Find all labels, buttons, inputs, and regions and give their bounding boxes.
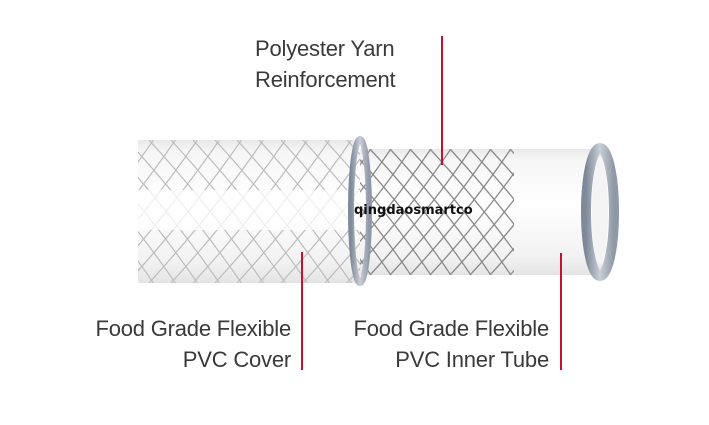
- watermark: qingdaosmartco: [354, 203, 473, 218]
- braid-strand: [369, 149, 472, 275]
- braid-strand: [489, 247, 514, 275]
- braid-strand: [356, 252, 372, 275]
- inner-tube-label: Food Grade Flexible PVC Inner Tube: [353, 313, 549, 375]
- braid-strand: [138, 260, 154, 283]
- braid-strand: [356, 176, 432, 275]
- reinforcement-layer: [356, 149, 514, 275]
- braid-strand: [389, 149, 492, 275]
- braid-strand: [356, 200, 412, 275]
- braid-strand: [356, 149, 392, 199]
- inner-tube-label-line2: PVC Inner Tube: [395, 347, 549, 372]
- braid-strand: [302, 215, 360, 283]
- braid-strand: [0, 140, 109, 283]
- cover-label: Food Grade Flexible PVC Cover: [95, 313, 291, 375]
- braid-strand: [356, 225, 392, 275]
- cover-label-line1: Food Grade Flexible: [95, 316, 291, 341]
- reinforcement-label: Polyester Yarn Reinforcement: [255, 33, 396, 95]
- inner-tube-end-ring: [581, 143, 619, 281]
- braid-strand: [324, 140, 360, 181]
- braid-strand: [489, 149, 514, 177]
- reinforcement-label-line2: Reinforcement: [255, 67, 396, 92]
- braid-strand: [0, 140, 109, 283]
- braid-strand: [17, 140, 131, 283]
- inner-tube-bore: [592, 160, 608, 264]
- cover-end-ring: [348, 136, 372, 286]
- braid-strand: [469, 149, 514, 201]
- braid-strand: [409, 149, 512, 275]
- braid-strand: [449, 149, 514, 226]
- braid-strand: [356, 149, 372, 172]
- braid-strand: [469, 223, 514, 275]
- braid-strand: [302, 140, 360, 208]
- reinforcement-label-line1: Polyester Yarn: [255, 36, 395, 61]
- braid-strand: [138, 230, 176, 283]
- cover-label-line2: PVC Cover: [182, 347, 291, 372]
- braid-strand: [17, 140, 131, 283]
- pvc-cover: [0, 136, 372, 286]
- inner-tube-label-line1: Food Grade Flexible: [353, 316, 549, 341]
- braid-strand: [138, 140, 176, 193]
- braid-strand: [138, 140, 154, 163]
- braid-strand: [324, 242, 360, 283]
- braid-strand: [356, 154, 452, 275]
- inner-tube: [480, 143, 619, 281]
- braid-strand: [429, 149, 514, 253]
